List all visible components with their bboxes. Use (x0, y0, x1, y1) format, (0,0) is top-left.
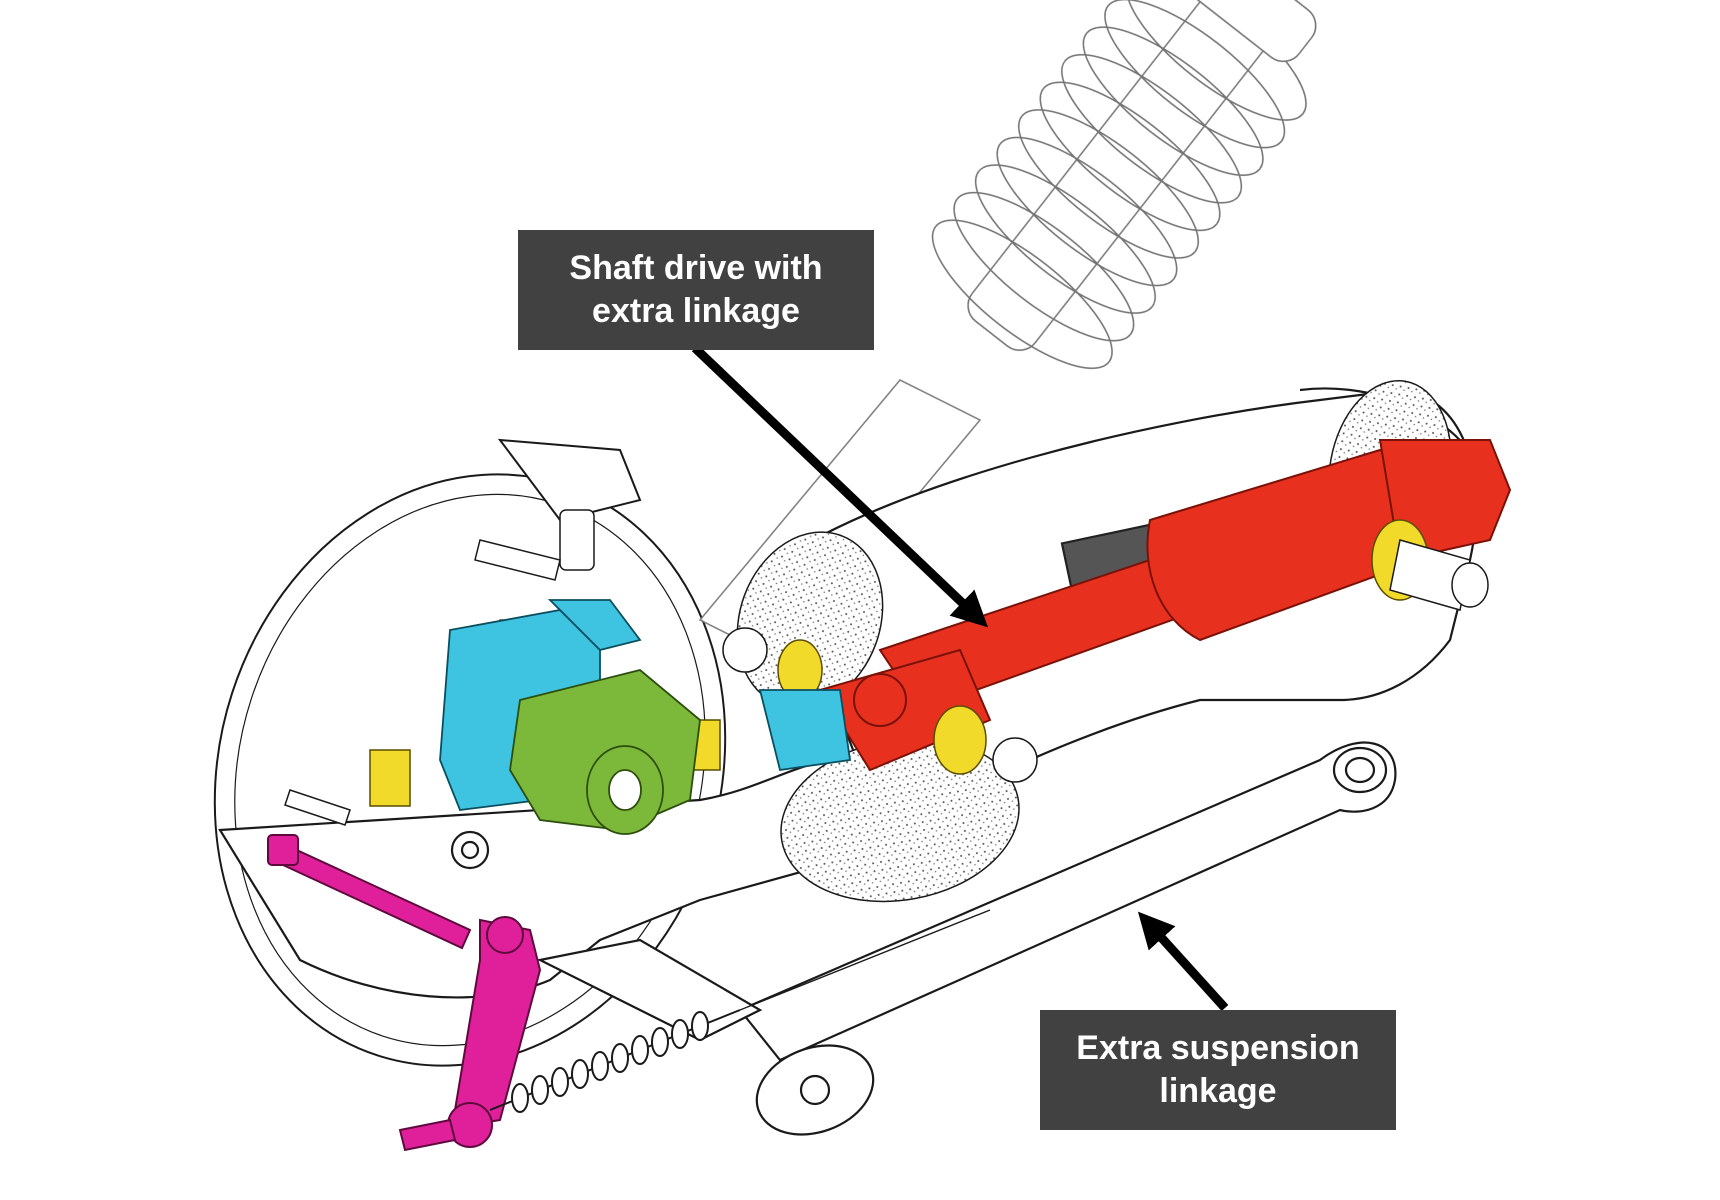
shaft-drive-callout-line1: Shaft drive with (569, 249, 823, 287)
shaft-drive-callout-line2: extra linkage (592, 292, 800, 330)
shaft-drive-arrow (691, 344, 989, 628)
threaded-stud (1389, 539, 1489, 611)
suspension-callout-line2: linkage (1159, 1072, 1277, 1110)
suspension-arrow (1137, 911, 1229, 1012)
shaft-drive-callout: Shaft drive with extra linkage (518, 230, 874, 350)
handbrake-cable-spring (489, 909, 991, 1113)
lower-suspension-link (738, 741, 1397, 1136)
suspension-linkage-callout: Extra suspension linkage (1040, 1010, 1396, 1130)
suspension-callout-line1: Extra suspension (1076, 1029, 1360, 1067)
drive-shaft (818, 439, 1512, 772)
coil-spring (698, 0, 1317, 661)
bolts (284, 509, 1038, 826)
pinion-gear (509, 669, 701, 835)
brake-linkage (266, 834, 542, 1152)
